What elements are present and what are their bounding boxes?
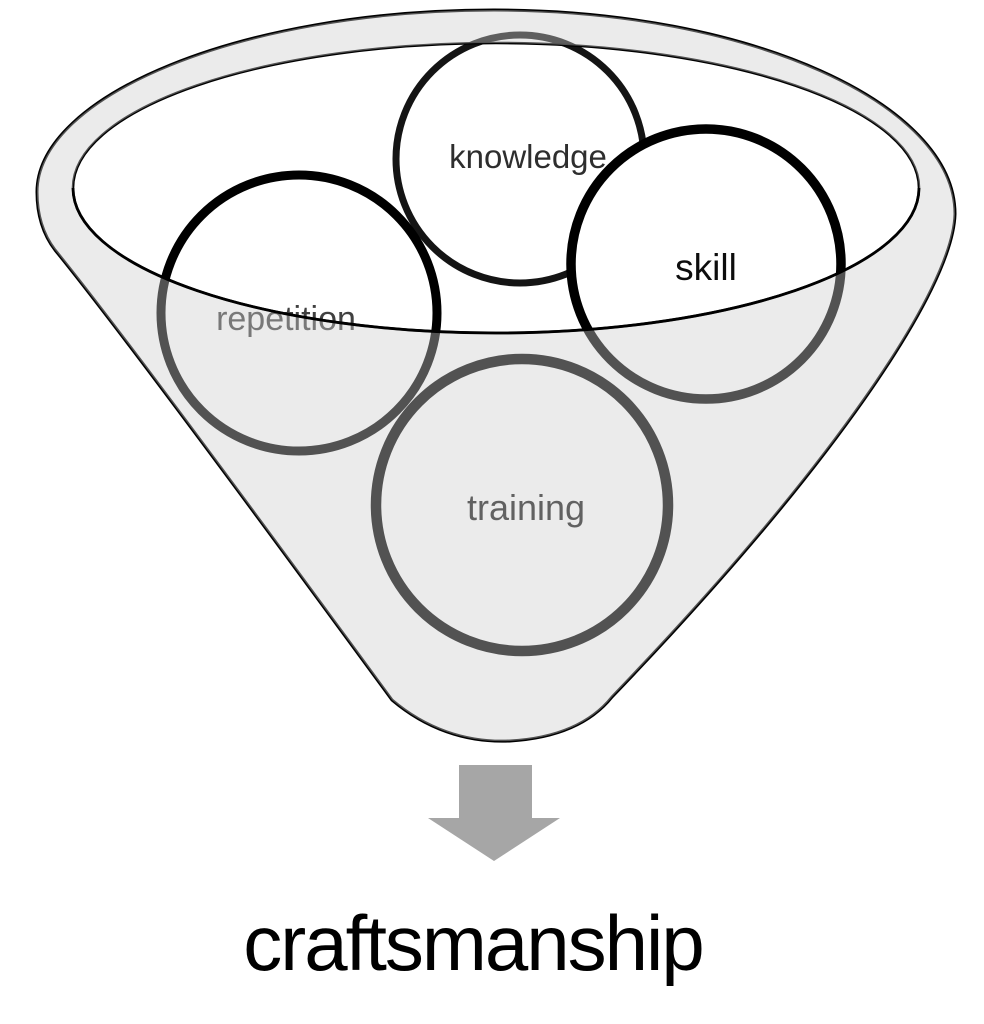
- bubble-label-repetition: repetition: [216, 300, 356, 338]
- bubble-label-knowledge: knowledge: [449, 138, 607, 175]
- bubble-label-skill: skill: [675, 247, 737, 288]
- result-label: craftsmanship: [243, 899, 703, 987]
- liquid-surface-line: [71, 187, 921, 335]
- funnel-front-overlay: [37, 10, 955, 742]
- bubble-repetition: [156, 170, 442, 456]
- bubbles-group: knowledge repetition skill training: [156, 31, 846, 657]
- bubble-skill: [566, 124, 846, 404]
- bubble-label-training: training: [467, 487, 585, 528]
- bubble-training: [370, 353, 674, 657]
- down-arrow-icon: [428, 765, 560, 861]
